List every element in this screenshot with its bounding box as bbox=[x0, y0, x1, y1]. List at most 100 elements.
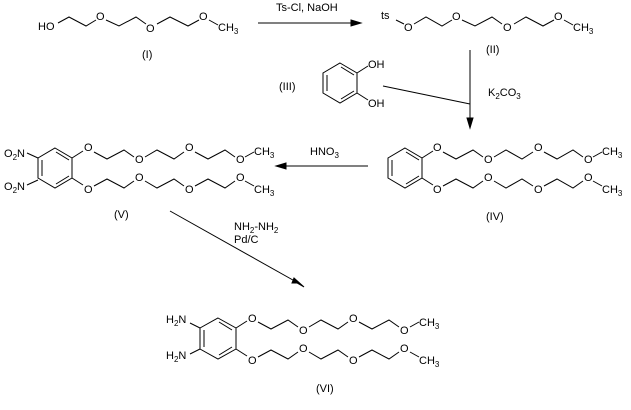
compound-VI: H2N H2N O O O O CH3 O O O O CH3 (VI) bbox=[166, 313, 440, 395]
chain-bond bbox=[308, 319, 349, 330]
ether-oxygen: O bbox=[584, 172, 593, 184]
ether-oxygen: O bbox=[299, 343, 308, 355]
chain-bond bbox=[493, 178, 534, 189]
chain-bond bbox=[513, 16, 555, 27]
chain-bond bbox=[442, 149, 484, 160]
ether-oxygen: O bbox=[96, 11, 105, 23]
benzene-ring bbox=[199, 317, 237, 360]
chain-bond bbox=[493, 149, 534, 160]
tosyl-group: ts bbox=[381, 10, 390, 22]
hydroxyl-group: OH bbox=[368, 98, 385, 110]
oh-bond bbox=[356, 65, 369, 74]
reagent-text: NH2-NH2 bbox=[234, 221, 279, 235]
reactant-feed-line bbox=[382, 85, 471, 105]
compound-label: (II) bbox=[486, 44, 499, 56]
arrow-step4: NH2-NH2 Pd/C bbox=[169, 210, 305, 288]
nitro-bond bbox=[26, 179, 39, 186]
chain-bond bbox=[244, 180, 255, 187]
chain-bond bbox=[235, 348, 248, 357]
benzene-ring bbox=[322, 62, 358, 104]
arrowhead bbox=[291, 277, 305, 288]
compound-III: (III) OH OH bbox=[279, 59, 385, 110]
chain-bond bbox=[442, 178, 484, 189]
ether-oxygen: O bbox=[433, 142, 442, 154]
arrow-line bbox=[169, 210, 301, 285]
ether-oxygen: O bbox=[185, 184, 194, 196]
methyl-group: CH3 bbox=[254, 146, 275, 160]
arrow-step3: HNO3 bbox=[274, 146, 368, 170]
arrowhead bbox=[350, 19, 363, 27]
aromatic-double-bond bbox=[405, 175, 420, 185]
chain-bond bbox=[208, 19, 219, 26]
compound-V: O2N O2N O O O O CH3 O O O O CH3 (V) bbox=[4, 142, 275, 221]
chain-bond bbox=[308, 349, 349, 360]
hydroxyl-group: HO bbox=[38, 21, 55, 33]
chain-bond bbox=[71, 150, 84, 159]
chain-bond bbox=[257, 319, 299, 330]
chain-bond bbox=[592, 151, 603, 158]
chain-bond bbox=[235, 320, 248, 329]
benzene-ring bbox=[387, 147, 423, 189]
chain-bond bbox=[592, 180, 603, 187]
ether-oxygen: O bbox=[534, 184, 543, 196]
ether-oxygen: O bbox=[349, 355, 358, 367]
nitro-group: O2N bbox=[4, 181, 25, 195]
nitro-bond bbox=[26, 152, 39, 159]
chain-bond bbox=[93, 178, 135, 189]
chain-bond bbox=[194, 178, 236, 189]
ether-oxygen: O bbox=[248, 355, 257, 367]
arrow-step1: Ts-Cl, NaOH bbox=[258, 2, 363, 27]
chain-bond bbox=[71, 177, 84, 186]
hydroxyl-group: OH bbox=[368, 59, 385, 71]
chain-bond bbox=[144, 149, 185, 160]
reagent-text: HNO3 bbox=[310, 146, 339, 160]
amino-group: H2N bbox=[166, 350, 186, 364]
ether-oxygen: O bbox=[236, 172, 245, 184]
ether-oxygen: O bbox=[135, 172, 144, 184]
compound-label: (V) bbox=[114, 209, 129, 221]
ether-oxygen: O bbox=[84, 184, 93, 196]
ether-oxygen: O bbox=[404, 22, 413, 34]
reagent-text: K2CO3 bbox=[488, 87, 521, 101]
arrowhead bbox=[466, 117, 474, 130]
compound-II: ts O O O O CH3 (II) bbox=[381, 10, 594, 56]
ether-oxygen: O bbox=[299, 325, 308, 337]
methyl-group: CH3 bbox=[573, 22, 594, 36]
ether-oxygen: O bbox=[484, 154, 493, 166]
chain-bond bbox=[93, 149, 135, 160]
ether-oxygen: O bbox=[349, 313, 358, 325]
arrow-step2: K2CO3 bbox=[382, 50, 521, 130]
ether-oxygen: O bbox=[84, 142, 93, 154]
reagent-text: Ts-Cl, NaOH bbox=[276, 2, 338, 14]
ether-oxygen: O bbox=[554, 11, 563, 23]
aromatic-double-bond bbox=[340, 90, 355, 100]
reagent-text: Pd/C bbox=[234, 234, 259, 246]
ether-oxygen: O bbox=[248, 313, 257, 325]
chain-bond bbox=[57, 16, 97, 27]
chain-bond bbox=[194, 149, 236, 160]
methyl-group: CH3 bbox=[419, 317, 440, 331]
aromatic-double-bond bbox=[55, 151, 70, 161]
ether-oxygen: O bbox=[400, 343, 409, 355]
amine-bond bbox=[189, 322, 201, 329]
chain-bond bbox=[156, 16, 200, 27]
aromatic-double-bond bbox=[340, 66, 355, 76]
compound-label: (VI) bbox=[316, 383, 334, 395]
chain-bond bbox=[543, 149, 584, 160]
benzene-ring bbox=[37, 147, 73, 189]
aromatic-double-bond bbox=[405, 151, 420, 161]
chain-bond bbox=[409, 321, 420, 328]
compound-label: (I) bbox=[142, 49, 152, 61]
chain-bond bbox=[358, 319, 400, 330]
compound-label: (IV) bbox=[486, 211, 504, 223]
methyl-group: CH3 bbox=[218, 22, 239, 36]
compound-IV: O O O O CH3 O O O O CH3 (IV) bbox=[387, 142, 623, 223]
ether-oxygen: O bbox=[584, 154, 593, 166]
methyl-group: CH3 bbox=[419, 355, 440, 369]
ether-oxygen: O bbox=[400, 325, 409, 337]
chain-bond bbox=[461, 16, 503, 27]
aromatic-double-bond bbox=[218, 346, 233, 356]
chain-bond bbox=[413, 16, 453, 27]
aromatic-double-bond bbox=[55, 175, 70, 185]
